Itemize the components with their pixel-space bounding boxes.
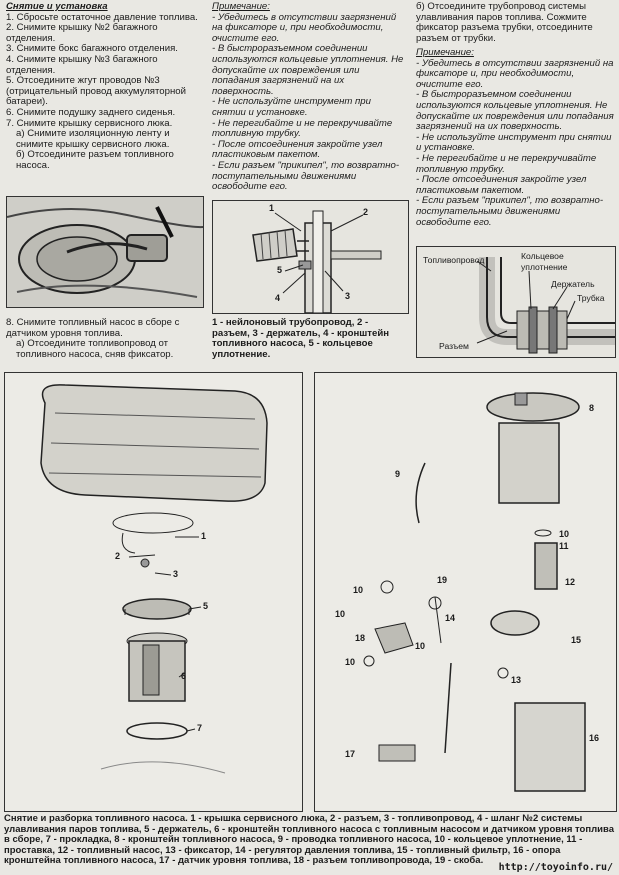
note-item: - Не используйте инструмент при снятии и… <box>416 131 612 154</box>
diagram-label: 3 <box>173 569 179 579</box>
step: 2. Снимите крышку №2 багажного отделения… <box>6 22 158 44</box>
label-fuel-line: Топливопровод <box>423 255 485 265</box>
note-item: - Не перегибайте и не перекручивайте топ… <box>416 152 597 175</box>
note-title: Примечание: <box>212 1 270 12</box>
diagram-label: 1 <box>201 531 207 541</box>
diagram-label: 7 <box>197 723 203 733</box>
figure-label: 4 <box>275 293 281 303</box>
section-heading: Снятие и установка <box>6 1 108 12</box>
pump-removal-drawing <box>40 384 268 774</box>
step: 4. Снимите крышку №3 багажного отделения… <box>6 53 158 76</box>
note-item: - Если разъем "прикипел", то возвратно-п… <box>416 195 604 228</box>
service-hatch-drawing <box>7 197 203 307</box>
step: б) Отсоедините трубопровод системы улавл… <box>416 1 593 44</box>
note-item: - Не перегибайте и не перекручивайте топ… <box>212 117 393 140</box>
diagram-label: 16 <box>589 733 600 743</box>
substep: б) Отсоедините разъем топливного насоса. <box>16 149 174 171</box>
step: 8. Снимите топливный насос в сборе с дат… <box>6 317 180 339</box>
quick-connector-figure: Топливопровод Кольцевое уплотнение Держа… <box>416 246 616 358</box>
label-connector: Разъем <box>439 341 469 351</box>
label-holder: Держатель <box>551 279 595 289</box>
diagram-label: 10 <box>559 529 570 539</box>
figure-label: 2 <box>363 207 369 217</box>
step: 3. Снимите бокс багажного отделения. <box>6 43 178 55</box>
pump-disassembly-drawing <box>363 392 586 792</box>
figure-label: 1 <box>269 203 275 213</box>
diagram-label: 9 <box>395 469 401 479</box>
diagram-label: 6 <box>181 671 187 681</box>
connector-figure-caption: 1 - нейлоновый трубопровод, 2 - разъем, … <box>212 317 390 360</box>
diagram-label: 12 <box>565 577 576 587</box>
watermark-url: http://toyoinfo.ru/ <box>494 862 613 873</box>
right-column: б) Отсоедините трубопровод системы улавл… <box>416 1 614 44</box>
note-item: - В быстроразъемном соединении использую… <box>212 43 404 97</box>
left-column: Снятие и установка 1. Сбросьте остаточно… <box>6 1 206 172</box>
quick-connector-drawing <box>476 257 615 354</box>
note-item: - Убедитесь в отсутствии загрязнений на … <box>212 11 397 44</box>
diagram-label: 10 <box>345 657 356 667</box>
note-title: Примечание: <box>416 47 474 58</box>
note-item: - Убедитесь в отсутствии загрязнений на … <box>416 57 614 90</box>
label-o-ring: Кольцевое уплотнение <box>521 251 568 272</box>
diagram-label: 18 <box>355 633 366 643</box>
diagram-label: 13 <box>511 675 522 685</box>
substep: а) Отсоедините топливопровод от топливно… <box>16 338 174 360</box>
step8-block: 8. Снимите топливный насос в сборе с дат… <box>6 317 206 360</box>
diagram-label: 11 <box>559 541 569 551</box>
diagram-label: 10 <box>335 609 346 619</box>
diagram-label: 8 <box>589 403 595 413</box>
note-item: - В быстроразъемном соединении использую… <box>416 89 614 133</box>
service-hatch-photo <box>6 196 204 308</box>
diagram-label: 10 <box>415 641 426 651</box>
diagram-label: 19 <box>437 575 448 585</box>
step: 6. Снимите подушку заднего сиденья. <box>6 106 176 118</box>
bottom-caption: Снятие и разборка топливного насоса. 1 -… <box>4 813 614 867</box>
diagram-label: 15 <box>571 635 582 645</box>
diagram-label: 17 <box>345 749 356 759</box>
connector-figure: 1 2 3 4 5 <box>212 200 409 314</box>
pump-removal-diagram: 1 2 3 5 6 7 <box>4 372 303 812</box>
note-item: - Если разъем "прикипел", то возвратно-п… <box>212 159 400 193</box>
step: 7. Снимите крышку сервисного люка. <box>6 117 173 129</box>
figure-label: 3 <box>345 291 351 301</box>
label-tube: Трубка <box>577 293 605 303</box>
middle-note: Примечание: - Убедитесь в отсутствии заг… <box>212 1 407 193</box>
connector-drawing <box>252 210 382 313</box>
note-item: - После отсоединения закройте узел пласт… <box>416 174 587 196</box>
note-item: - Не используйте инструмент при снятии и… <box>212 96 371 118</box>
step: 1. Сбросьте остаточное давление топлива. <box>6 11 198 23</box>
substep: а) Снимите изоляционную ленту и снимите … <box>16 128 170 150</box>
diagram-label: 10 <box>353 585 364 595</box>
note-item: - После отсоединения закройте узел пласт… <box>212 138 383 161</box>
step: 5. Отсоедините жгут проводов №3 (отрицат… <box>6 75 186 108</box>
figure-label: 5 <box>277 265 283 275</box>
diagram-label: 2 <box>115 551 121 561</box>
diagram-label: 14 <box>445 613 456 623</box>
diagram-label: 5 <box>203 601 209 611</box>
right-note: Примечание: - Убедитесь в отсутствии заг… <box>416 47 614 228</box>
pump-disassembly-diagram: 8 9 10 11 12 19 14 18 10 15 10 13 16 17 … <box>314 372 617 812</box>
